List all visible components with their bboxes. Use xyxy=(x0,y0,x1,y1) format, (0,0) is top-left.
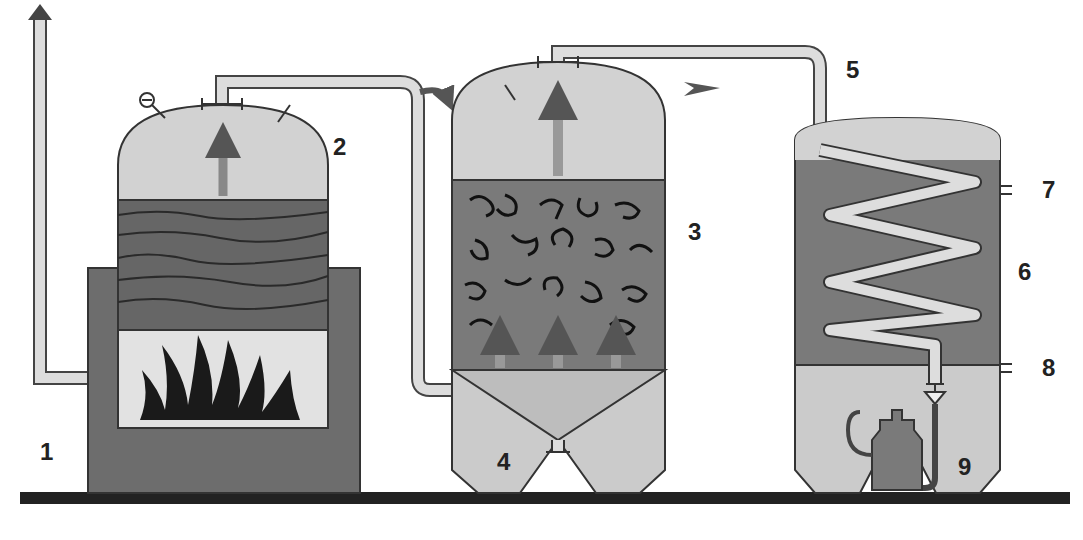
fire-chamber xyxy=(118,330,328,428)
callout-number: 9 xyxy=(958,455,971,479)
gas-arrows xyxy=(500,100,616,368)
flow-arrow xyxy=(420,90,448,100)
callout-number: 6 xyxy=(1018,260,1031,284)
charge-layers xyxy=(118,212,328,309)
outlet-valve xyxy=(925,384,945,404)
cooling-coil xyxy=(820,150,975,384)
callout-number: 8 xyxy=(1042,356,1055,380)
vessel-cone xyxy=(452,370,665,440)
wood-charge xyxy=(118,200,328,330)
retort-dome xyxy=(118,105,328,200)
vapour-arrow xyxy=(219,140,228,196)
flow-arrow xyxy=(684,82,720,96)
callout-number: 3 xyxy=(688,220,701,244)
drain-valve xyxy=(546,440,570,452)
vapour-pipe xyxy=(538,52,820,152)
vapour-pipe xyxy=(202,82,456,390)
callout-number: 4 xyxy=(497,450,510,474)
callout-number: 2 xyxy=(333,135,346,159)
gauge xyxy=(140,93,165,118)
callout-number: 7 xyxy=(1042,178,1055,202)
flames xyxy=(140,335,300,420)
water-fittings xyxy=(1000,186,1012,372)
callout-number: 5 xyxy=(846,58,859,82)
thermometer xyxy=(505,85,515,100)
vessel-dome xyxy=(452,62,665,180)
vessel-stand xyxy=(452,370,665,493)
callout-number: 1 xyxy=(40,440,53,464)
packing xyxy=(452,180,665,370)
condenser-stand xyxy=(795,365,1000,493)
packing-pieces xyxy=(465,195,652,334)
receiver-bottle xyxy=(848,404,935,490)
thermometer xyxy=(278,105,290,122)
